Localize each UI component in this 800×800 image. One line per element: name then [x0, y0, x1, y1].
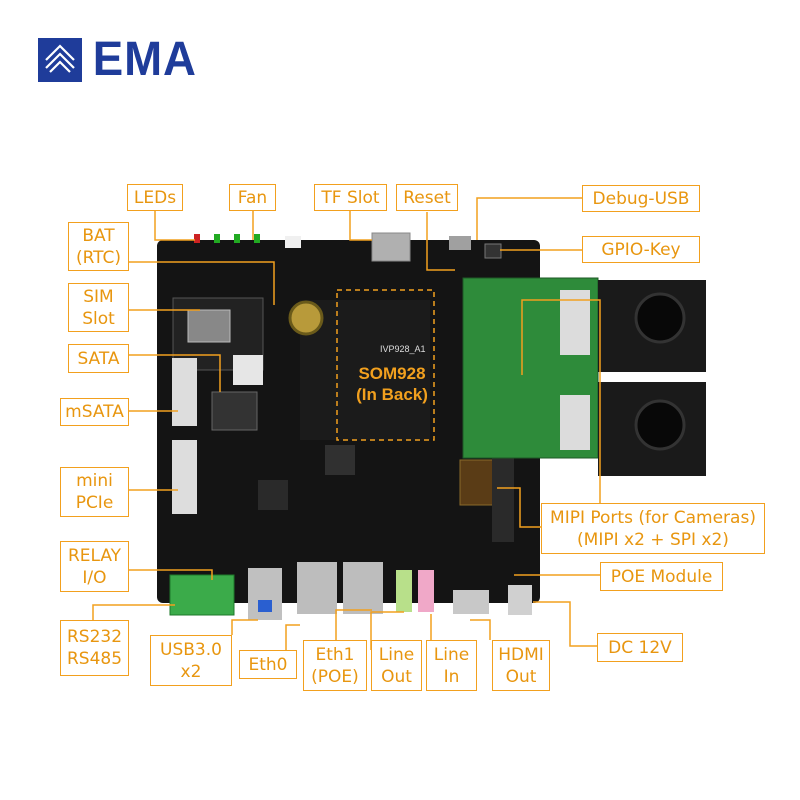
som-label: SOM928 (In Back): [350, 363, 434, 405]
msata-slot: [172, 358, 197, 426]
label-eth1: Eth1 (POE): [303, 640, 367, 691]
sata-connector: [211, 391, 258, 431]
label-poe-module: POE Module: [600, 562, 723, 591]
label-line-out: Line Out: [371, 640, 422, 691]
label-bat-rtc: BAT (RTC): [68, 222, 129, 271]
line-out-jack: [396, 570, 412, 612]
tf-slot: [371, 232, 411, 262]
ema-logo-icon: [38, 38, 82, 82]
gpio-key-button: [484, 243, 502, 259]
fan-connector: [285, 236, 301, 248]
brand-name: EMA: [92, 33, 197, 86]
dc-jack: [508, 585, 532, 615]
som-name: SOM928: [358, 364, 426, 383]
som-sub: (In Back): [356, 385, 428, 404]
label-sim-slot: SIM Slot: [68, 283, 129, 332]
label-msata: mSATA: [60, 398, 129, 426]
minipcie-slot: [172, 440, 197, 514]
som-outline: [336, 289, 435, 441]
label-reset: Reset: [396, 184, 458, 211]
label-eth0: Eth0: [239, 650, 297, 679]
label-leds: LEDs: [127, 184, 183, 211]
label-fan: Fan: [229, 184, 276, 211]
hdmi-port: [453, 590, 489, 614]
mipi-header: [492, 432, 514, 542]
usb3-ports: [248, 568, 282, 620]
label-mini-pcie: mini PCIe: [60, 467, 129, 517]
label-hdmi-out: HDMI Out: [492, 640, 550, 691]
sata-power: [233, 355, 263, 385]
camera-lens-1: [634, 292, 686, 344]
leader-lines: [92, 196, 601, 650]
led-green-3: [254, 234, 260, 243]
terminal-block: [169, 574, 235, 616]
label-debug-usb: Debug-USB: [582, 185, 700, 212]
eth0-port: [297, 562, 337, 614]
debug-usb-port: [449, 236, 471, 250]
usb3-blue: [258, 600, 272, 612]
label-relay-io: RELAY I/O: [60, 541, 129, 592]
silk-model: IVP928_A1: [380, 344, 426, 354]
mipi-connector-1: [560, 290, 590, 355]
eth1-port: [343, 562, 383, 614]
chip: [325, 445, 355, 475]
led-green-1: [214, 234, 220, 243]
label-tf-slot: TF Slot: [314, 184, 387, 211]
camera-lens-2: [634, 399, 686, 451]
label-rs232-rs485: RS232 RS485: [60, 620, 129, 676]
label-usb30: USB3.0 x2: [150, 635, 232, 686]
label-line-in: Line In: [426, 640, 477, 691]
chip-2: [258, 480, 288, 510]
label-dc12v: DC 12V: [597, 633, 683, 662]
rtc-battery: [288, 300, 324, 336]
led-green-2: [234, 234, 240, 243]
ema-logo: EMA: [38, 33, 200, 86]
led-red: [194, 234, 200, 243]
label-sata: SATA: [68, 344, 129, 373]
mipi-connector-2: [560, 395, 590, 450]
label-gpio-key: GPIO-Key: [582, 236, 700, 263]
label-mipi-ports: MIPI Ports (for Cameras) (MIPI x2 + SPI …: [541, 503, 765, 554]
line-in-jack: [418, 570, 434, 612]
sim-card: [187, 309, 231, 343]
